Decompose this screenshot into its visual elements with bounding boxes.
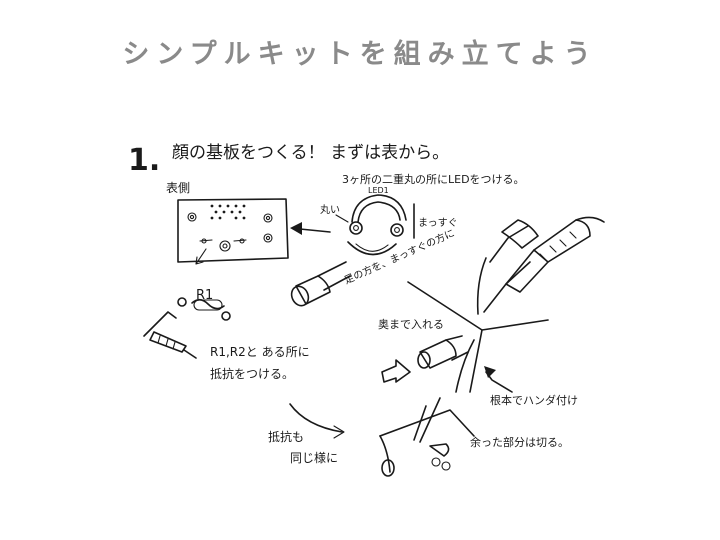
curve-pointer: [335, 214, 349, 223]
board-pads: [210, 204, 246, 220]
r1-footprint: [177, 297, 231, 321]
push-in-note: 奥まで入れる: [378, 317, 444, 331]
led-place-note: 3ヶ所の二重丸の所にLEDをつける。: [342, 172, 525, 186]
led-component: [290, 261, 351, 307]
board-arrow-head: [290, 222, 302, 235]
soldering-iron: [483, 216, 605, 313]
solder-wire: [476, 219, 539, 315]
curve-label: 丸い: [320, 203, 340, 216]
solder-board-section: [407, 281, 549, 393]
resistor-component: [143, 311, 197, 359]
flow-arrow-head: [333, 425, 345, 439]
pad-arrow: [195, 248, 207, 265]
led-insert: [381, 335, 469, 383]
led-footprint: [347, 194, 407, 256]
step-number: 1.: [128, 143, 160, 178]
resistor-place-note-1: R1,R2と ある所に: [210, 345, 310, 359]
cut-leads-illustration: [379, 397, 475, 477]
straight-label: まっすぐ: [418, 217, 458, 229]
resistor-place-note-2: 抵抗をつける。: [210, 366, 294, 381]
flow-arrow: [289, 403, 343, 433]
solder-note: 根本でハンダ付け: [490, 393, 578, 407]
same-resistor-note-2: 同じ様に: [290, 451, 338, 465]
front-side-label: 表側: [166, 181, 190, 195]
step-heading: 顔の基板をつくる！ まずは表から。: [172, 143, 449, 163]
solder-arrow-head: [484, 366, 496, 378]
circuit-board: [177, 198, 289, 263]
led-silk-label: LED1: [368, 186, 389, 195]
page-title: シンプルキットを組み立てよう: [122, 39, 598, 70]
cut-note: 余った部分は切る。: [470, 435, 569, 449]
same-resistor-note-1: 抵抗も: [268, 429, 304, 444]
board-arrow: [299, 228, 331, 233]
